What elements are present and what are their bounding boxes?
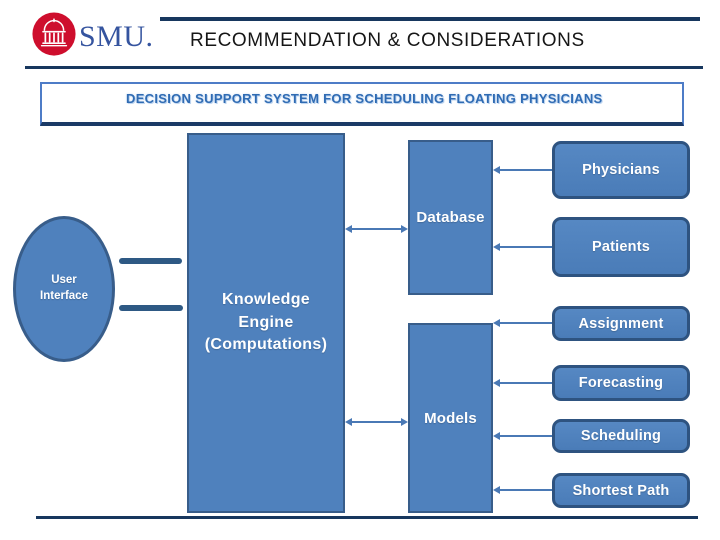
- node-scheduling-label: Scheduling: [580, 428, 662, 444]
- arrowhead-right-icon: [401, 225, 408, 233]
- node-assignment-label: Assignment: [578, 315, 664, 332]
- node-user-interface-label: User Interface: [40, 274, 88, 302]
- connector-ke-models: [345, 417, 408, 427]
- node-models: Models: [408, 323, 493, 513]
- node-shortest-path-label: Shortest Path: [572, 482, 670, 499]
- dome-building-icon: [32, 12, 76, 56]
- arrowhead-left-icon: [493, 319, 500, 327]
- node-patients-label: Patients: [591, 239, 650, 255]
- node-scheduling: Scheduling: [552, 419, 690, 453]
- connector-physicians-database: [493, 165, 552, 175]
- footer-rule: [36, 516, 698, 519]
- node-forecasting-label: Forecasting: [578, 375, 664, 391]
- smu-logo: [31, 11, 77, 57]
- banner-title: DECISION SUPPORT SYSTEM FOR SCHEDULING F…: [126, 91, 603, 106]
- node-assignment: Assignment: [552, 306, 690, 341]
- banner-box: DECISION SUPPORT SYSTEM FOR SCHEDULING F…: [40, 82, 684, 126]
- arrowhead-left-icon: [493, 432, 500, 440]
- connector-ui-ke-top: [119, 258, 182, 264]
- arrowhead-left-icon: [345, 225, 352, 233]
- node-physicians: Physicians: [552, 141, 690, 199]
- connector-forecasting-models: [493, 378, 552, 388]
- connector-ui-ke-bottom: [119, 305, 183, 311]
- arrowhead-left-icon: [493, 243, 500, 251]
- connector-shortest-path-models: [493, 485, 552, 495]
- node-shortest-path: Shortest Path: [552, 473, 690, 508]
- header-bottom-rule: [25, 66, 703, 69]
- node-models-label: Models: [424, 409, 477, 427]
- arrowhead-left-icon: [493, 379, 500, 387]
- node-database-label: Database: [416, 209, 485, 226]
- connector-ke-database: [345, 224, 408, 234]
- smu-wordmark: SMU.: [79, 20, 154, 53]
- node-knowledge-engine-label: Knowledge Engine (Computations): [204, 290, 328, 354]
- arrowhead-right-icon: [401, 418, 408, 426]
- node-patients: Patients: [552, 217, 690, 277]
- slide-title: RECOMMENDATION & CONSIDERATIONS: [190, 30, 585, 51]
- node-knowledge-engine: Knowledge Engine (Computations): [187, 133, 345, 513]
- node-database: Database: [408, 140, 493, 295]
- arrowhead-left-icon: [345, 418, 352, 426]
- node-user-interface: User Interface: [13, 216, 115, 362]
- arrowhead-left-icon: [493, 166, 500, 174]
- node-physicians-label: Physicians: [582, 162, 660, 178]
- connector-scheduling-models: [493, 431, 552, 441]
- node-forecasting: Forecasting: [552, 365, 690, 401]
- connector-assignment-models: [493, 318, 552, 328]
- connector-patients-database: [493, 242, 552, 252]
- header-top-rule: [160, 17, 700, 21]
- arrowhead-left-icon: [493, 486, 500, 494]
